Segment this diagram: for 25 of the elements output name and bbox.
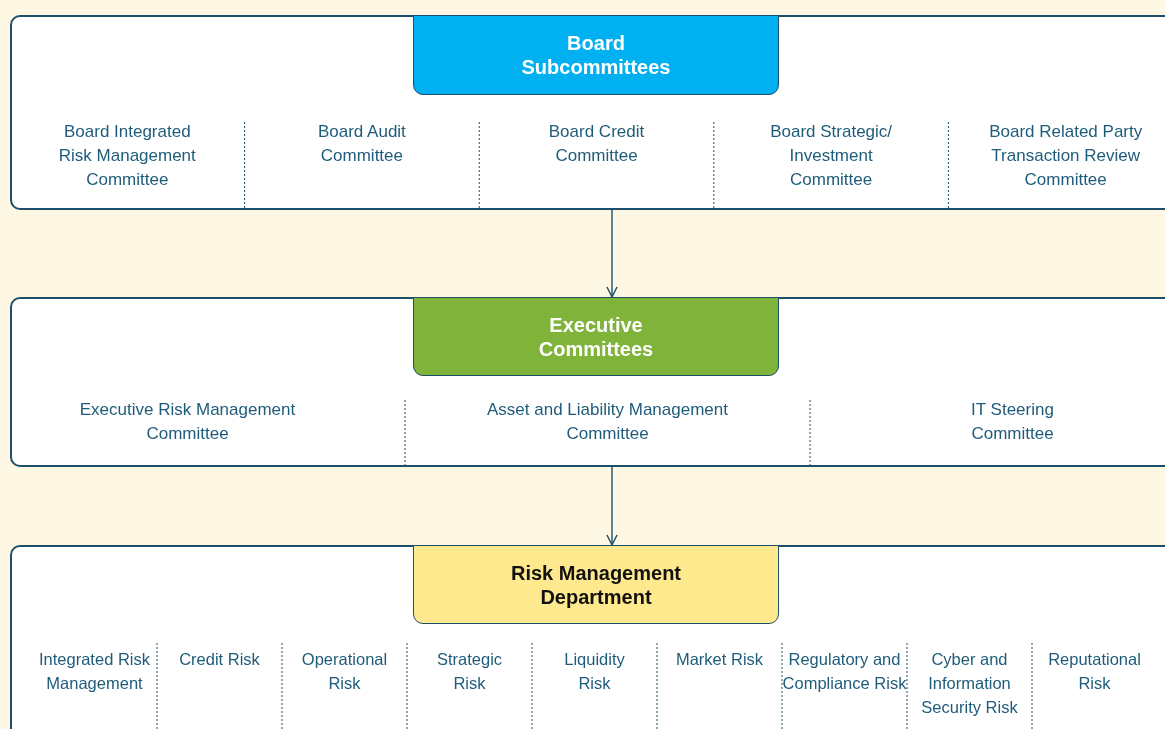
committee-label: Executive Risk Management Committee (78, 399, 297, 445)
committee-label: Liquidity Risk (563, 649, 626, 694)
committee-label: Regulatory and Compliance Risk (782, 649, 907, 694)
panel-box (10, 545, 1165, 729)
committee-label: Integrated Risk Management (38, 649, 151, 694)
committee-label: Strategic Risk (435, 649, 504, 694)
header-tab: Risk Management Department (413, 545, 779, 624)
committee-label: Market Risk (674, 649, 765, 670)
panel-box (10, 15, 1165, 210)
committee-label: Board Strategic/ Investment Committee (769, 121, 894, 191)
committee-label: Credit Risk (178, 649, 261, 670)
committee-label: Board Integrated Risk Management Committee (57, 121, 197, 191)
committee-label: Cyber and Information Security Risk (920, 649, 1019, 718)
arrow (606, 209, 618, 298)
panel-box (10, 297, 1165, 467)
committee-label: Asset and Liability Management Committee (486, 399, 729, 445)
committee-label: Operational Risk (300, 649, 389, 694)
arrow (606, 466, 618, 546)
header-tab: Executive Committees (413, 297, 779, 376)
committee-label: IT Steering Committee (970, 399, 1055, 445)
committee-label: Board Credit Committee (547, 121, 646, 167)
committee-label: Reputational Risk (1047, 649, 1142, 694)
committee-label: Board Audit Committee (316, 121, 407, 167)
committee-label: Board Related Party Transaction Review Committee (988, 121, 1144, 191)
header-tab: Board Subcommittees (413, 15, 779, 95)
